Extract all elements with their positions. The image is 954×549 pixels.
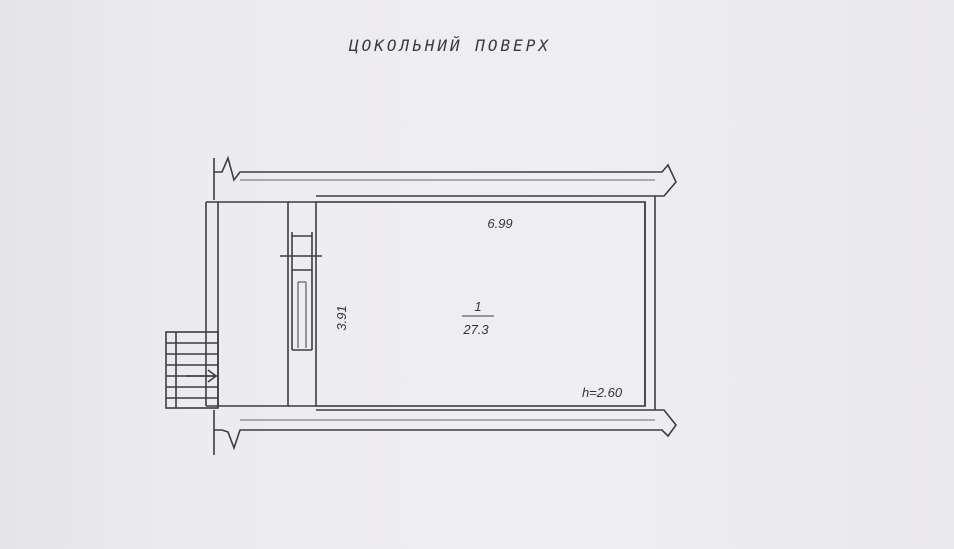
room-height-label: h=2.60 xyxy=(582,385,623,400)
room-width-label: 6.99 xyxy=(487,216,512,231)
bottom-wall xyxy=(213,409,678,455)
right-wall xyxy=(644,196,656,410)
door-partition xyxy=(280,201,322,407)
top-wall xyxy=(213,155,677,200)
room-1 xyxy=(315,201,646,407)
room-area: 27.3 xyxy=(462,322,489,337)
room-depth-label: 3.91 xyxy=(334,305,349,330)
plan-title: ЦОКОЛЬНИЙ ПОВЕРХ xyxy=(348,36,552,55)
room-number: 1 xyxy=(474,299,481,314)
entrance-stairs xyxy=(165,331,219,409)
